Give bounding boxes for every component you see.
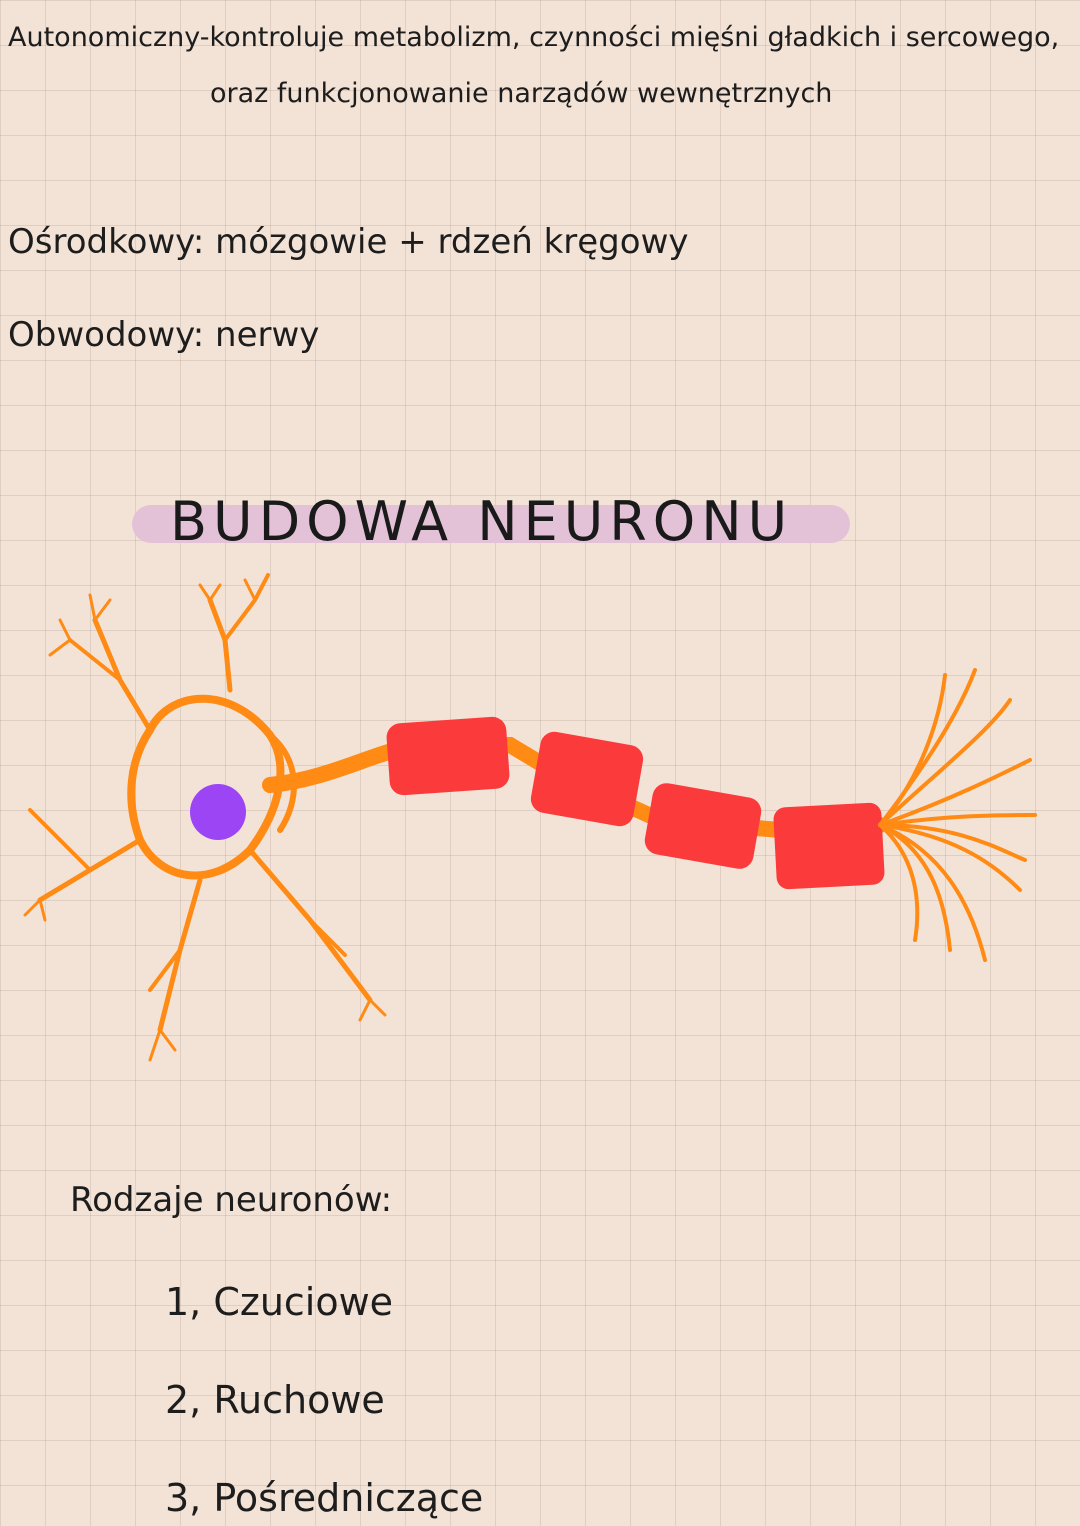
neuron-type-item: 1, Czuciowe: [165, 1280, 394, 1324]
page-title: BUDOWA NEURONU: [170, 490, 794, 553]
neuron-type-item: 2, Ruchowe: [165, 1378, 385, 1422]
note-line-central: Ośrodkowy: mózgowie + rdzeń kręgowy: [8, 222, 689, 262]
cell-nucleus: [190, 784, 246, 840]
note-line-autonomic: Autonomiczny-kontroluje metabolizm, czyn…: [8, 22, 1060, 53]
note-line-peripheral: Obwodowy: nerwy: [8, 315, 320, 355]
heading-highlight: [132, 505, 850, 543]
neuron-diagram: [23, 573, 1037, 1062]
dendrites: [23, 573, 387, 1062]
axon-terminals: [878, 668, 1037, 962]
myelin-sheaths: [386, 716, 885, 890]
note-line-autonomic-cont: oraz funkcjonowanie narządów wewnętrznyc…: [210, 78, 833, 109]
neuron-types-label: Rodzaje neuronów:: [70, 1180, 393, 1220]
neuron-type-item: 3, Pośredniczące: [165, 1476, 484, 1520]
